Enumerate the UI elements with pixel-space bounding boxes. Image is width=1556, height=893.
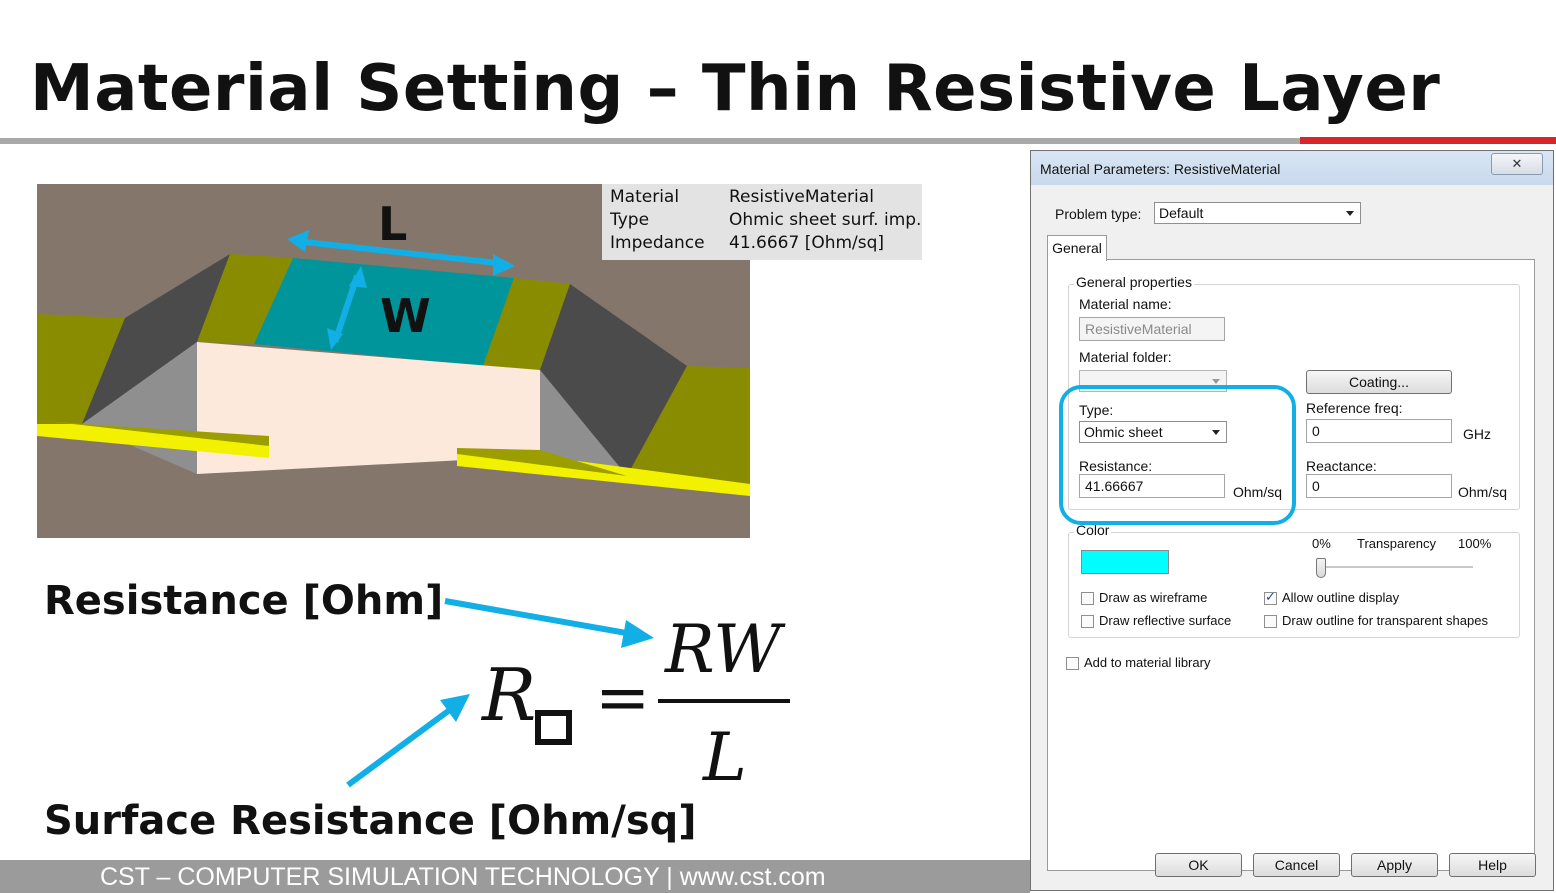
surface-resistance-arrowhead <box>440 694 470 722</box>
type-label: Type: <box>1079 402 1114 418</box>
color-swatch[interactable] <box>1081 550 1169 574</box>
allow-outline-checkbox[interactable] <box>1264 589 1277 605</box>
draw-outline-transparent-checkbox[interactable] <box>1264 615 1277 628</box>
type-value: Ohmic sheet <box>1084 424 1163 440</box>
right-slope <box>540 284 687 476</box>
draw-wireframe-label: Draw as wireframe <box>1099 590 1208 605</box>
transparency-slider-thumb[interactable] <box>1316 558 1326 578</box>
resistance-arrow <box>444 598 633 637</box>
cancel-button[interactable]: Cancel <box>1253 853 1340 877</box>
formula-denominator: L <box>702 719 747 796</box>
top-right-pad <box>483 278 570 370</box>
add-to-library-label: Add to material library <box>1084 655 1211 670</box>
type-select[interactable]: Ohmic sheet <box>1079 421 1227 443</box>
dialog-titlebar[interactable]: Material Parameters: ResistiveMaterial ✕ <box>1031 151 1553 185</box>
close-button[interactable]: ✕ <box>1491 153 1543 175</box>
length-arrowhead-left <box>287 230 309 252</box>
add-to-library-checkbox[interactable] <box>1066 657 1079 670</box>
top-left-pad <box>197 254 293 344</box>
right-trace-top <box>457 448 627 476</box>
problem-type-select[interactable]: Default <box>1154 202 1361 224</box>
draw-outline-transparent-label: Draw outline for transparent shapes <box>1282 613 1488 628</box>
resistance-unit: Ohm/sq <box>1233 484 1283 500</box>
info-impedance-key: Impedance <box>610 233 705 253</box>
footer-bar <box>0 860 1030 893</box>
problem-type-value: Default <box>1159 205 1204 221</box>
resistance-field-label: Resistance: <box>1079 458 1153 474</box>
dialog-client: Problem type: Default General General pr… <box>1037 185 1547 885</box>
reference-freq-input[interactable]: 0 <box>1306 419 1452 443</box>
apply-button[interactable]: Apply <box>1351 853 1438 877</box>
right-pad <box>627 366 750 486</box>
info-material-value: ResistiveMaterial <box>729 187 874 207</box>
square-symbol <box>535 710 572 745</box>
material-parameters-dialog: Material Parameters: ResistiveMaterial ✕… <box>1030 150 1554 891</box>
info-type-value: Ohmic sheet surf. imp. <box>729 210 922 230</box>
tab-general[interactable]: General <box>1047 235 1107 261</box>
info-material-key: Material <box>610 187 680 207</box>
width-arrowhead-top <box>349 266 367 288</box>
right-edge <box>1554 150 1556 893</box>
problem-type-label: Problem type: <box>1055 206 1142 222</box>
transparency-slider-track[interactable] <box>1318 566 1473 569</box>
ok-button[interactable]: OK <box>1155 853 1242 877</box>
substrate-front <box>197 342 540 474</box>
dialog-title: Material Parameters: ResistiveMaterial <box>1040 161 1281 177</box>
reference-freq-unit: GHz <box>1463 426 1491 442</box>
right-side <box>540 370 627 476</box>
chevron-down-icon <box>1212 430 1220 435</box>
formula-lhs: R <box>480 653 536 737</box>
material-name-label: Material name: <box>1079 296 1172 312</box>
resistive-sheet <box>254 258 514 366</box>
draw-wireframe-checkbox[interactable] <box>1081 592 1094 605</box>
color-group <box>1068 532 1520 638</box>
draw-reflective-checkbox[interactable] <box>1081 615 1094 628</box>
allow-outline-label: Allow outline display <box>1282 590 1400 605</box>
right-trace <box>457 454 750 496</box>
left-trace-top <box>37 420 269 446</box>
chevron-down-icon <box>1346 211 1354 216</box>
left-trace <box>37 424 269 458</box>
info-impedance-value: 41.6667 [Ohm/sq] <box>729 233 885 253</box>
title-rule-red <box>1300 137 1556 144</box>
draw-reflective-label: Draw reflective surface <box>1099 613 1232 628</box>
formula-numerator: RW <box>664 611 786 688</box>
resistance-label: Resistance [Ohm] <box>44 578 444 624</box>
resistance-arrowhead <box>621 620 654 648</box>
general-properties-caption: General properties <box>1074 274 1194 290</box>
material-folder-select[interactable] <box>1079 370 1227 392</box>
transparency-label: Transparency <box>1357 536 1436 551</box>
surface-resistance-label: Surface Resistance [Ohm/sq] <box>44 798 697 844</box>
model-info-box: Material ResistiveMaterial Type Ohmic sh… <box>602 184 922 260</box>
width-arrow-line <box>332 275 360 343</box>
reactance-input[interactable]: 0 <box>1306 474 1452 498</box>
general-tab-page: General properties Material name: Resist… <box>1047 259 1535 871</box>
reactance-unit: Ohm/sq <box>1458 484 1508 500</box>
footer-text: CST – COMPUTER SIMULATION TECHNOLOGY | w… <box>100 863 826 891</box>
length-arrowhead-right <box>493 254 515 276</box>
transparency-max: 100% <box>1458 536 1492 551</box>
width-arrowhead-bottom <box>327 328 343 350</box>
surface-resistance-arrow <box>346 703 457 788</box>
title-rule-gray <box>0 138 1300 144</box>
reference-freq-label: Reference freq: <box>1306 400 1403 416</box>
material-name-input[interactable]: ResistiveMaterial <box>1079 317 1225 341</box>
length-label: L <box>378 197 407 251</box>
reactance-label: Reactance: <box>1306 458 1377 474</box>
resistance-input[interactable]: 41.66667 <box>1079 474 1225 498</box>
color-caption: Color <box>1074 522 1112 538</box>
help-button[interactable]: Help <box>1449 853 1536 877</box>
formula-equals: = <box>595 659 650 736</box>
left-pad <box>37 314 125 426</box>
left-slope <box>82 254 230 424</box>
material-folder-label: Material folder: <box>1079 349 1172 365</box>
transparency-min: 0% <box>1312 536 1331 551</box>
width-label: W <box>380 289 431 343</box>
chevron-down-icon <box>1212 379 1220 384</box>
length-arrow-line <box>294 238 508 267</box>
slide-title: Material Setting – Thin Resistive Layer <box>30 52 1441 126</box>
coating-button[interactable]: Coating... <box>1306 370 1452 394</box>
info-type-key: Type <box>610 210 650 230</box>
